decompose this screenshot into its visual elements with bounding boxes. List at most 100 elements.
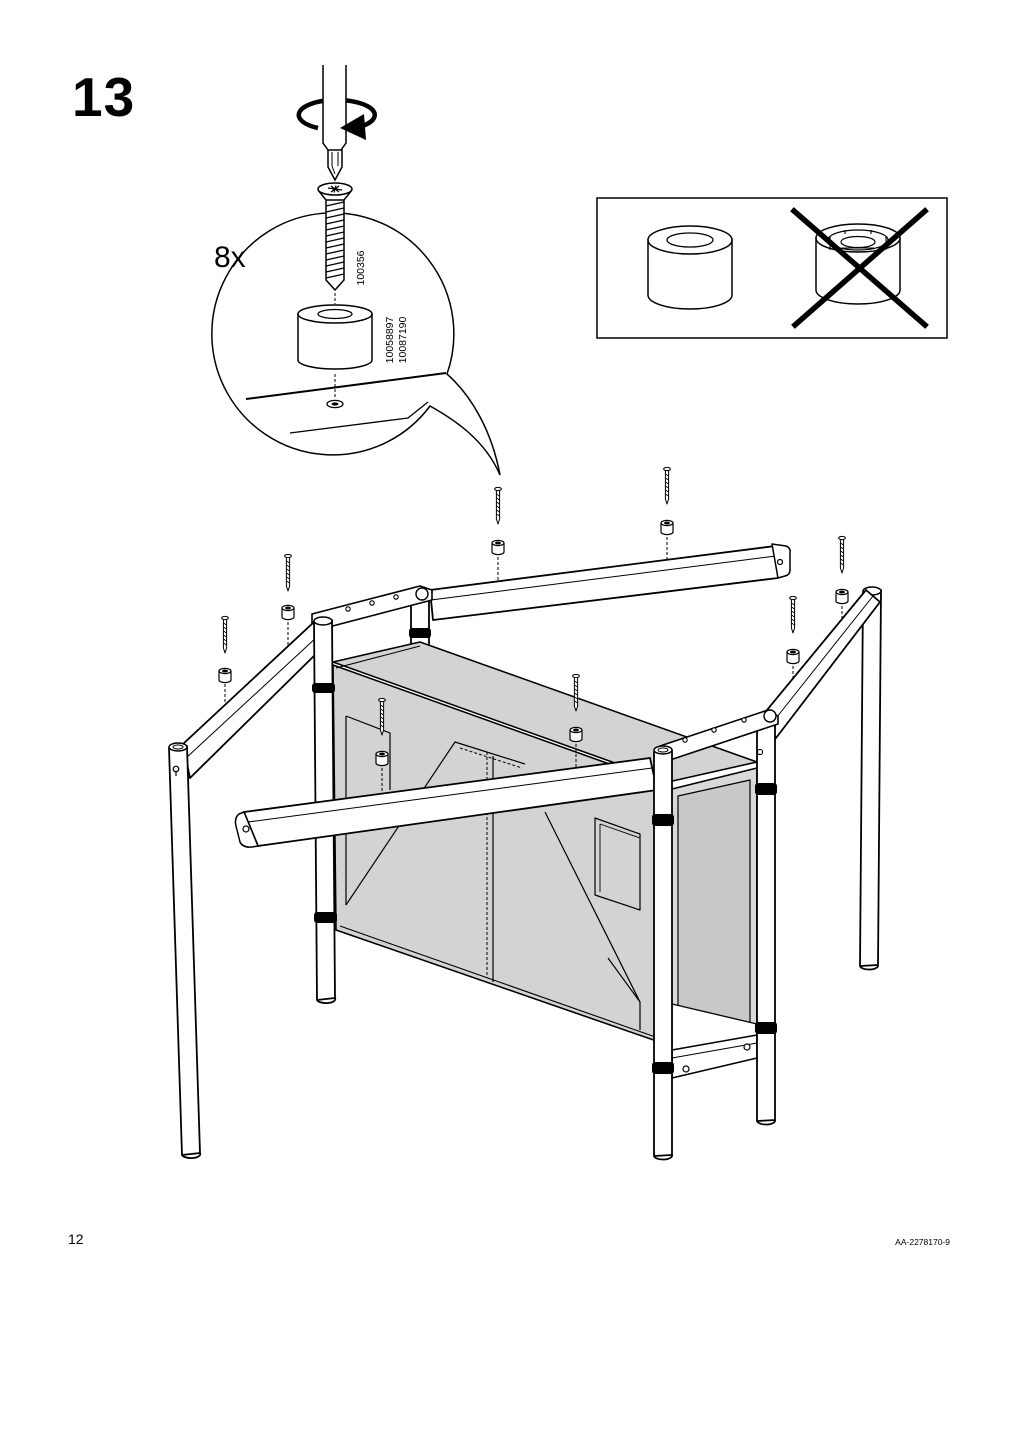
leg-body bbox=[168, 745, 201, 1156]
left-side-rail bbox=[182, 621, 323, 779]
screw bbox=[494, 486, 502, 525]
screwdriver-bit-flutes bbox=[331, 152, 339, 175]
rail-end-hole bbox=[242, 825, 250, 833]
spacer bbox=[786, 648, 800, 665]
rail-body bbox=[761, 589, 881, 739]
callout-surface-edge bbox=[289, 401, 429, 434]
spacer-detail-hole bbox=[317, 308, 353, 320]
rail-edge bbox=[671, 1042, 758, 1059]
back-rail bbox=[429, 543, 791, 621]
screw bbox=[789, 595, 797, 634]
left-front-leg bbox=[168, 742, 202, 1160]
screw-part-number: 100356 bbox=[355, 250, 367, 285]
screw bbox=[663, 466, 671, 505]
leg-foot bbox=[756, 1119, 776, 1126]
screw bbox=[221, 615, 229, 654]
door-right-flap bbox=[594, 817, 641, 911]
spacer bbox=[569, 726, 583, 743]
bracket-hole bbox=[682, 737, 688, 743]
screwdriver-shaft-fill bbox=[323, 65, 346, 145]
front-right-leg bbox=[652, 745, 674, 1161]
leg-foot bbox=[859, 964, 879, 971]
spacer-detail bbox=[297, 304, 373, 370]
incorrect-spacer-crossed-icon bbox=[790, 207, 929, 329]
cabinet-bottom-edge bbox=[339, 925, 665, 1041]
leg-hole bbox=[172, 765, 180, 773]
step-number: 13 bbox=[72, 66, 136, 128]
incorrect-spacer-hole bbox=[840, 235, 876, 249]
door-right-flap-detail bbox=[599, 823, 641, 892]
rail-edge bbox=[768, 595, 874, 728]
door-right-diagonal-lower bbox=[607, 957, 641, 1030]
cross-mark-stroke bbox=[791, 207, 929, 329]
rail-body bbox=[429, 545, 779, 621]
correct-spacer-body bbox=[647, 239, 733, 310]
leg-body bbox=[756, 717, 776, 1122]
leg-foot bbox=[181, 1152, 202, 1160]
door-left-diagonal bbox=[345, 741, 526, 906]
screw-detail-drive-cross bbox=[327, 185, 343, 193]
middle-right-leg bbox=[755, 717, 777, 1126]
correct-spacer-hole bbox=[666, 232, 714, 248]
leg-band bbox=[652, 814, 674, 826]
leg-foot bbox=[653, 1154, 673, 1161]
front-right-bracket bbox=[657, 709, 779, 761]
leg-top-cap bbox=[313, 616, 333, 626]
right-side-rail bbox=[761, 589, 881, 739]
leg-band bbox=[652, 1062, 674, 1074]
bracket-hole bbox=[369, 600, 375, 606]
spacer bbox=[218, 667, 232, 684]
detail-callout: 8x 100356 10058897 10087190 bbox=[211, 182, 501, 476]
spacer-part-number: 10058897 bbox=[384, 316, 396, 363]
screw-detail bbox=[317, 182, 353, 292]
spacer bbox=[491, 539, 505, 556]
cabinet-edge-line bbox=[335, 645, 421, 669]
leg-band bbox=[314, 912, 337, 923]
frame-assembly bbox=[168, 466, 882, 1161]
leg-band bbox=[755, 1022, 777, 1034]
rail-edge bbox=[247, 767, 653, 823]
spacer-detail-body bbox=[297, 313, 373, 370]
bracket-hole bbox=[393, 594, 399, 600]
bracket-pivot bbox=[763, 709, 777, 723]
rail-body bbox=[182, 621, 323, 779]
door-left-flap bbox=[345, 715, 391, 790]
page-number: 12 bbox=[68, 1231, 84, 1247]
cabinet bbox=[332, 641, 758, 1046]
bracket-hole bbox=[345, 606, 351, 612]
spacer-orientation-box bbox=[596, 197, 948, 339]
rail-end-hole bbox=[776, 558, 784, 566]
leg-body bbox=[653, 749, 673, 1157]
leg-hole bbox=[756, 748, 764, 756]
spacer bbox=[281, 604, 295, 621]
quantity-label: 8x bbox=[214, 241, 246, 274]
rail-edge bbox=[185, 635, 319, 759]
bracket-hole bbox=[741, 717, 747, 723]
spacer bbox=[835, 588, 849, 605]
spacer-part-number: 10087190 bbox=[397, 316, 409, 363]
leg-band bbox=[755, 783, 777, 795]
door-left-diagonal-shadow bbox=[459, 747, 523, 769]
leg-foot bbox=[316, 997, 337, 1005]
spacer bbox=[375, 750, 389, 767]
rail-edge bbox=[430, 555, 777, 601]
leg-top-cap-inner bbox=[657, 747, 669, 753]
rotation-arrow-head bbox=[340, 114, 366, 140]
right-back-leg bbox=[859, 586, 882, 971]
screwdriver-rotate-icon bbox=[296, 65, 377, 182]
leg-body bbox=[859, 589, 882, 967]
leg-top-cap-inner bbox=[172, 744, 184, 750]
leg-band bbox=[312, 683, 335, 693]
cabinet-side-inner bbox=[677, 779, 751, 1035]
correct-spacer-icon bbox=[647, 225, 733, 310]
rail-hole bbox=[743, 1043, 751, 1051]
screwdriver-bit bbox=[327, 149, 343, 182]
bracket-hole bbox=[711, 727, 717, 733]
bracket-pivot bbox=[415, 587, 429, 601]
mounting-hole-inner bbox=[331, 402, 339, 406]
screw bbox=[284, 553, 292, 592]
callout-surface-line bbox=[245, 372, 447, 400]
leg-band bbox=[409, 628, 431, 638]
